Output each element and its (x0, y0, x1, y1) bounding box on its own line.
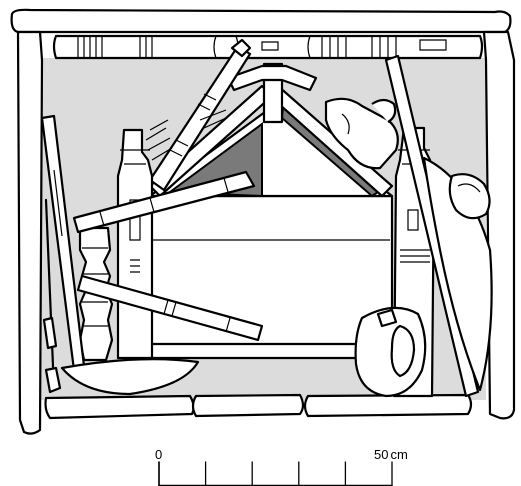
boat-shaped-dish (60, 358, 200, 396)
chest-base-rail (145, 342, 361, 360)
stone-vessel (354, 306, 427, 398)
rope-texture (145, 109, 227, 161)
frame-left-post (16, 30, 44, 435)
upper-diagonal-turned-pole (72, 170, 256, 234)
scale-bar (158, 461, 393, 486)
scale-label-value: 50 (374, 447, 389, 462)
left-bottle-post (116, 128, 154, 360)
right-shield (422, 156, 493, 392)
frame (10, 8, 516, 435)
lid-peak-cap (226, 64, 318, 92)
bottom-plank-left (44, 394, 195, 420)
left-diagonal-pole (148, 38, 252, 192)
lower-diagonal-turned-pole (76, 274, 264, 342)
scale-label-unit: cm (390, 447, 408, 462)
chest-body (148, 194, 394, 348)
frame-right-post (482, 30, 516, 420)
frame-top-beam (10, 8, 512, 34)
bottom-plank-middle (191, 393, 305, 418)
scale-label-start: 0 (155, 447, 163, 462)
spear (42, 198, 62, 394)
top-turned-pole (52, 34, 484, 60)
bottom-plank-right (303, 393, 473, 418)
handled-jug (324, 97, 399, 170)
